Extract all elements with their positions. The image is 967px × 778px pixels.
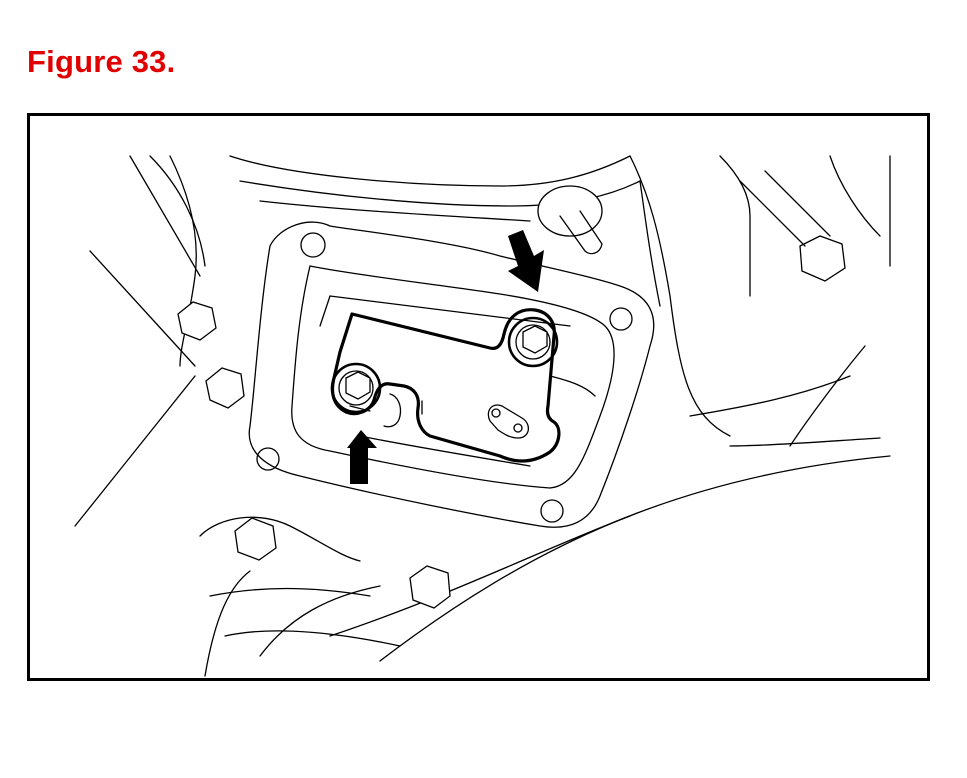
arrow-down-icon: [508, 230, 544, 292]
bracket-bolt-left: [330, 362, 382, 414]
figure-title: Figure 33.: [27, 44, 176, 79]
illustration-frame: [27, 113, 930, 681]
bolt-bottom-mid: [409, 565, 451, 609]
flange-plate: [248, 221, 655, 528]
background-bolts: [177, 170, 846, 609]
housing-outline: [74, 155, 891, 677]
bolt-upper-right-pin: [537, 185, 603, 255]
engine-illustration: [74, 155, 891, 677]
bolt-left-mid: [205, 367, 245, 409]
bolt-left-top: [177, 301, 217, 341]
bolt-bottom-left: [234, 517, 277, 561]
bracket-bolt-right: [507, 316, 559, 368]
arrow-up-icon: [347, 430, 377, 484]
bracket-slot: [487, 404, 529, 439]
flange-holes: [256, 232, 633, 523]
bolt-far-right: [739, 170, 846, 282]
